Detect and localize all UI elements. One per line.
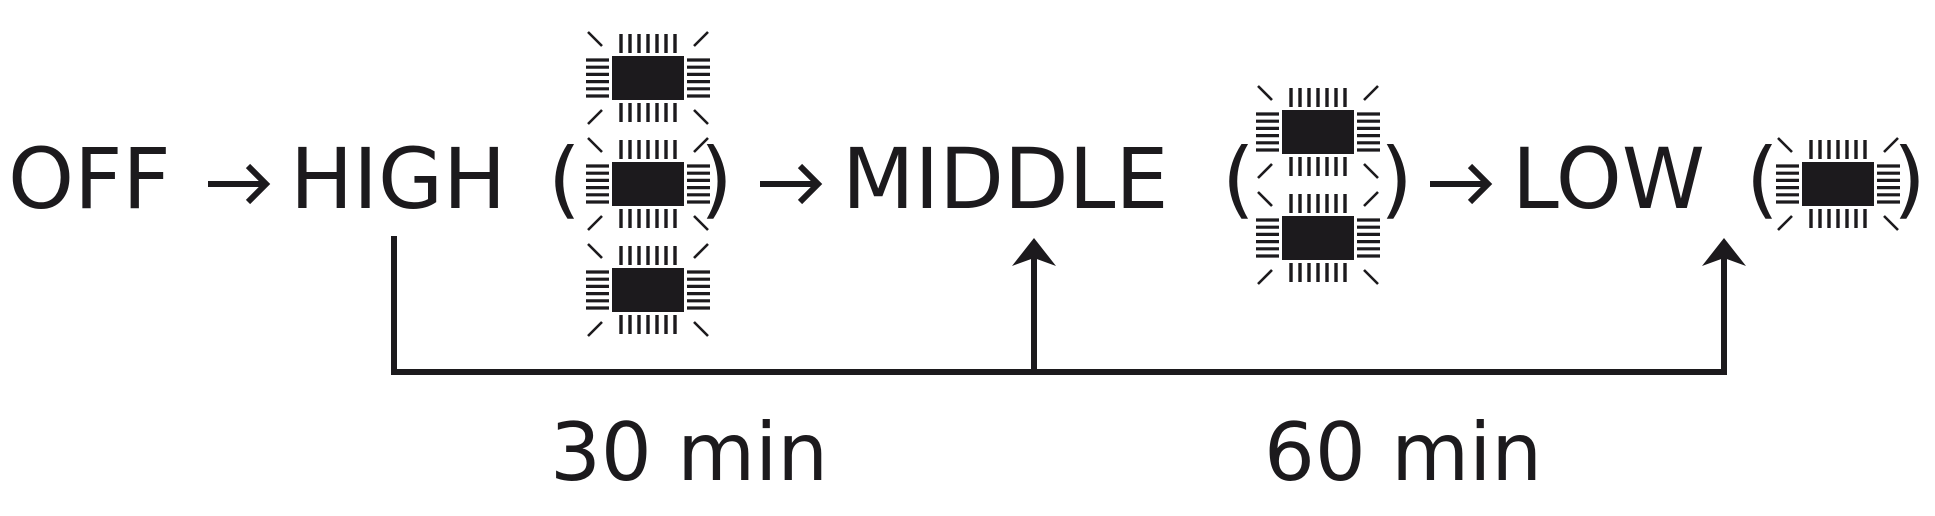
heater-icons-middle xyxy=(1256,85,1380,285)
paren-close-high: ) xyxy=(700,130,733,228)
step-label-low: LOW xyxy=(1512,130,1705,228)
heating-element-icon xyxy=(586,31,710,125)
heater-icons-low xyxy=(1776,137,1900,231)
step-label-middle: MIDDLE xyxy=(842,130,1168,228)
heating-element-icon xyxy=(1256,191,1380,285)
arrowhead-icon xyxy=(1012,238,1056,266)
heating-element-icon xyxy=(586,243,710,337)
step-label-off: OFF xyxy=(8,130,171,228)
interval-duration-2: 60 min xyxy=(1264,406,1542,499)
arrow-icon xyxy=(1430,163,1493,205)
timeline-connector xyxy=(391,236,1746,375)
paren-close-middle: ) xyxy=(1380,130,1413,228)
interval-duration-1: 30 min xyxy=(550,406,828,499)
arrow-icon xyxy=(760,163,823,205)
paren-open-middle: ( xyxy=(1222,130,1255,228)
arrowhead-icon xyxy=(1702,238,1746,266)
heating-element-icon xyxy=(586,137,710,231)
arrow-icon xyxy=(208,163,271,205)
heater-icons-high xyxy=(586,31,710,337)
heating-element-icon xyxy=(1256,85,1380,179)
paren-open-low: ( xyxy=(1746,130,1779,228)
heating-element-icon xyxy=(1776,137,1900,231)
paren-open-high: ( xyxy=(548,130,581,228)
paren-close-low: ) xyxy=(1893,130,1926,228)
step-label-high: HIGH xyxy=(290,130,506,228)
